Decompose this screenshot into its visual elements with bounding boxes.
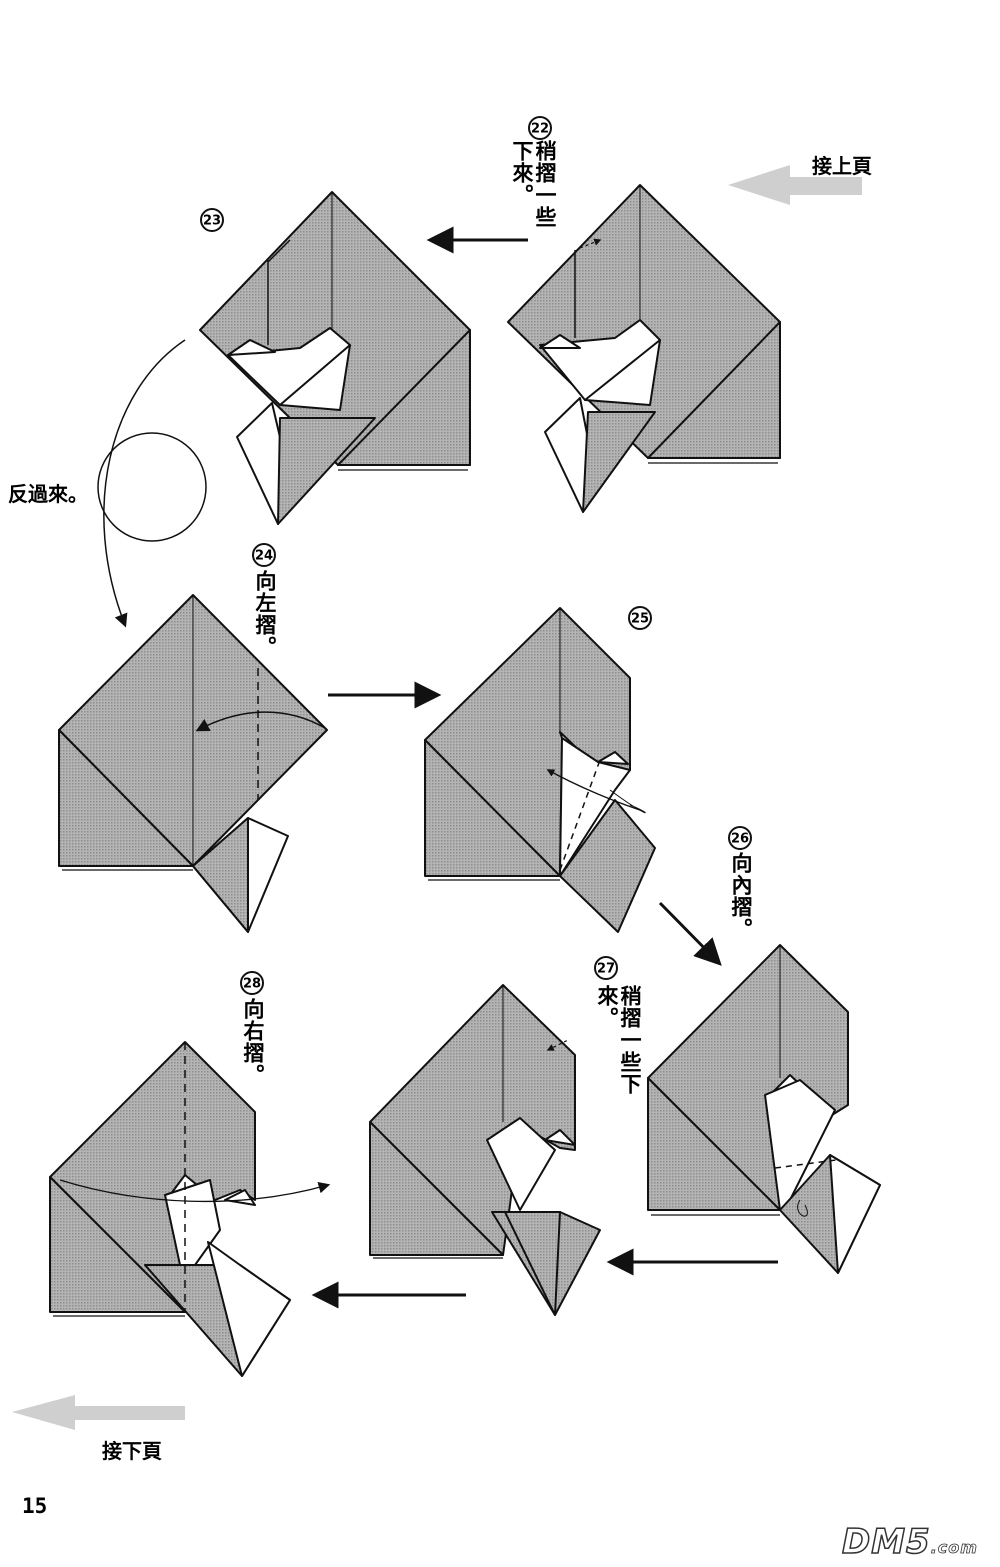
svg-text:23: 23 (203, 214, 221, 229)
page-number: 15 (22, 1494, 48, 1518)
step-28-instruction: 向右摺。 (241, 998, 265, 1086)
step-28-figure (49, 1041, 331, 1377)
step-22-figure (507, 184, 781, 513)
continue-to-next-label: 接下頁 (102, 1439, 162, 1463)
nav-arrow-to-next (12, 1395, 185, 1430)
svg-text:24: 24 (255, 549, 273, 564)
step-23-figure (199, 191, 471, 525)
step-24-instruction: 向左摺。 (253, 570, 277, 658)
svg-text:25: 25 (631, 612, 649, 627)
step-number-25: 25 (628, 606, 652, 630)
step-27-figure (369, 984, 601, 1316)
turn-over-indicator (97, 339, 207, 628)
step-27-instruction: 稍摺一些下來。 (595, 985, 642, 1095)
step-number-28: 28 (240, 971, 264, 995)
svg-text:27: 27 (597, 962, 615, 977)
watermark-logo: DM5.com (841, 1521, 978, 1563)
svg-text:22: 22 (531, 122, 549, 137)
svg-text:26: 26 (731, 832, 749, 847)
step-26-instruction: 向內摺。 (729, 852, 753, 940)
nav-arrow-from-prev (728, 165, 862, 205)
step-number-24: 24 (252, 543, 276, 567)
step-22-instruction: 稍摺一些下來。 (510, 140, 557, 228)
turn-over-label: 反過來。 (8, 482, 88, 506)
step-number-23: 23 (200, 208, 224, 232)
step-number-22: 22 (528, 116, 552, 140)
svg-text:28: 28 (243, 977, 261, 992)
step-25-figure (424, 607, 656, 933)
step-number-27: 27 (594, 956, 618, 980)
arrow-step25-to-26 (658, 901, 722, 966)
step-24-figure (58, 594, 328, 933)
continue-from-previous-label: 接上頁 (812, 154, 872, 178)
step-number-26: 26 (728, 826, 752, 850)
step-26-figure (647, 944, 881, 1274)
